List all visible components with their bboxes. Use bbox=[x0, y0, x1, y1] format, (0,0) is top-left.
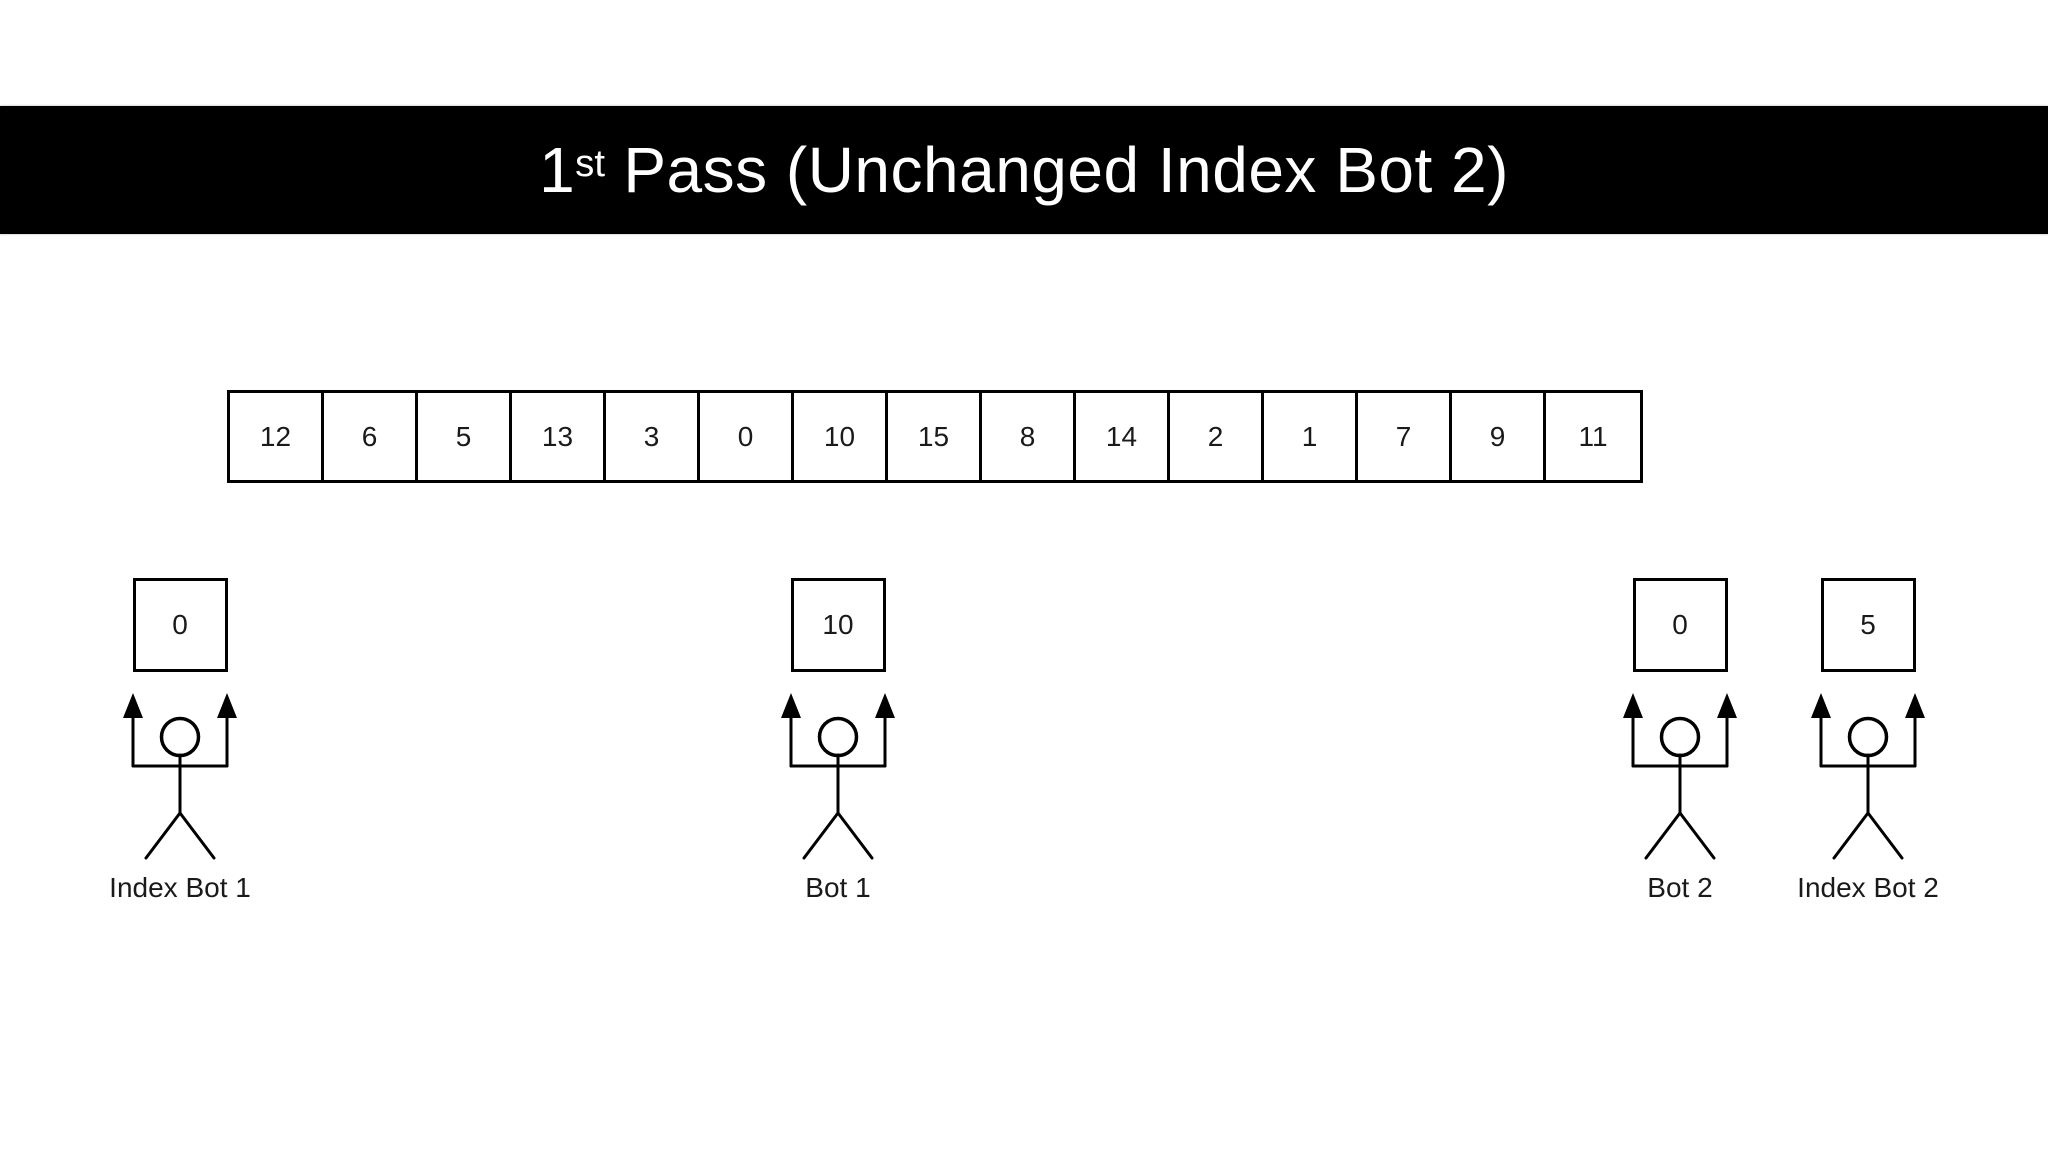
array-cell: 0 bbox=[700, 393, 794, 480]
bot-label: Bot 2 bbox=[1647, 872, 1713, 903]
held-value-box: 0 bbox=[132, 578, 228, 672]
array-cell: 8 bbox=[982, 393, 1076, 480]
array-cell: 6 bbox=[324, 393, 418, 480]
held-value: 0 bbox=[1672, 609, 1688, 640]
array-cell: 13 bbox=[512, 393, 606, 480]
bot-figure-index-bot-1: 0 Index Bot 1 bbox=[109, 578, 251, 904]
held-value: 10 bbox=[822, 609, 854, 640]
held-value: 0 bbox=[172, 609, 188, 640]
bot-label: Bot 1 bbox=[805, 872, 871, 903]
array-cell: 5 bbox=[418, 393, 512, 480]
array-cell: 10 bbox=[794, 393, 888, 480]
title-number: 1 bbox=[539, 134, 576, 206]
title-ordinal-sup: st bbox=[575, 141, 606, 185]
stick-figure-icon bbox=[1811, 693, 1925, 860]
title-bar: 1st Pass (Unchanged Index Bot 2) bbox=[0, 106, 2048, 234]
held-value-box: 0 bbox=[1632, 578, 1728, 672]
held-value: 5 bbox=[1860, 609, 1876, 640]
slide-title: 1st Pass (Unchanged Index Bot 2) bbox=[539, 133, 1509, 207]
array-cell: 12 bbox=[230, 393, 324, 480]
stick-figure-icon bbox=[123, 693, 237, 860]
array-cell: 11 bbox=[1578, 420, 1608, 452]
array-cell: 9 bbox=[1452, 393, 1546, 480]
array-cell: 14 bbox=[1076, 393, 1170, 480]
array-cell: 1 bbox=[1264, 393, 1358, 480]
array-cell: 3 bbox=[606, 393, 700, 480]
array-cell: 2 bbox=[1170, 393, 1264, 480]
held-value-box: 10 bbox=[790, 578, 886, 672]
bot-figure-bot-2: 0 Bot 2 bbox=[1620, 578, 1740, 904]
array-cell: 7 bbox=[1358, 393, 1452, 480]
stick-figure-icon bbox=[781, 693, 895, 860]
bot-label: Index Bot 2 bbox=[1797, 872, 1939, 903]
held-value-box: 5 bbox=[1820, 578, 1916, 672]
array-cell: 15 bbox=[888, 393, 982, 480]
title-rest: Pass (Unchanged Index Bot 2) bbox=[605, 134, 1509, 206]
bot-figure-index-bot-2: 5 Index Bot 2 bbox=[1797, 578, 1939, 904]
bot-label: Index Bot 1 bbox=[109, 872, 251, 903]
bot-figure-bot-1: 10 Bot 1 bbox=[778, 578, 898, 904]
stick-figure-icon bbox=[1623, 693, 1737, 860]
